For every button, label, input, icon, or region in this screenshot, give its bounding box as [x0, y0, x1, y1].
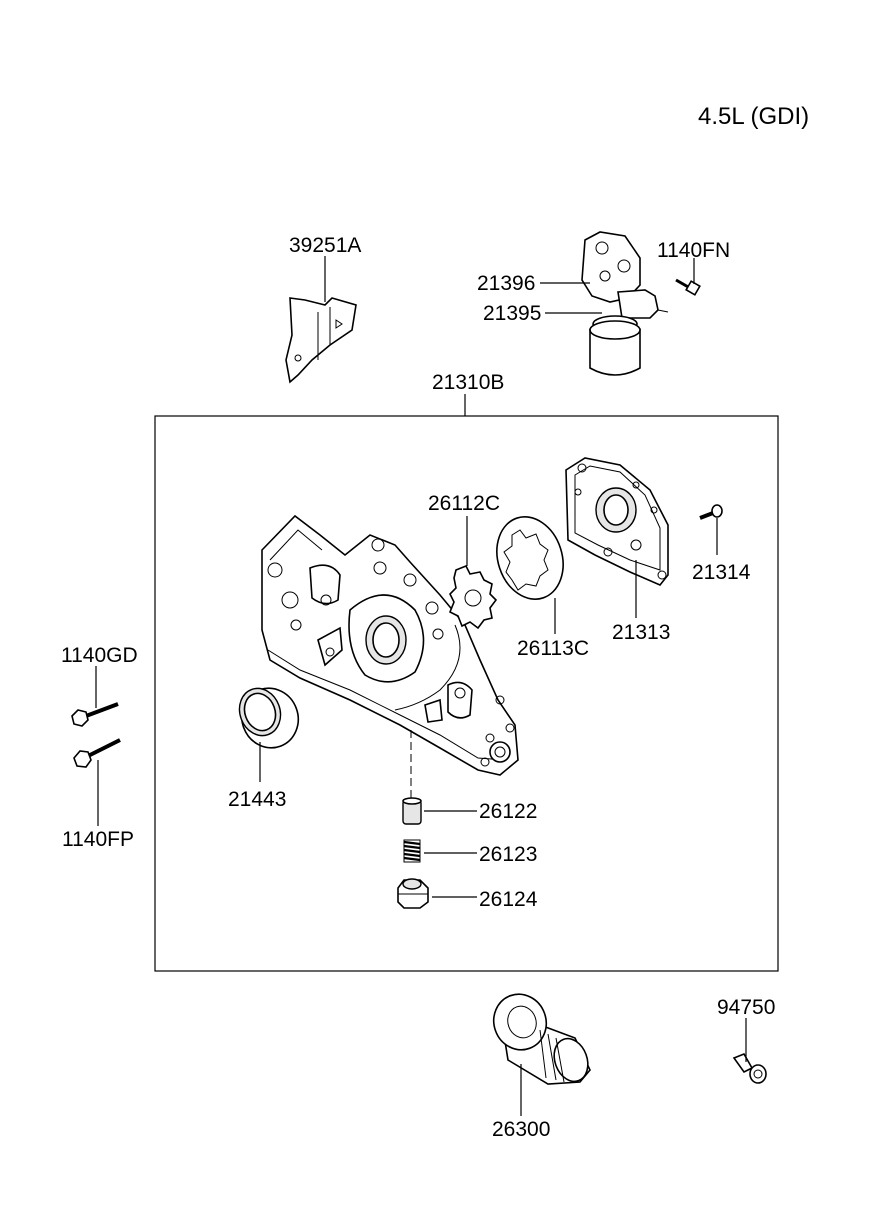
label-26124: 26124	[479, 888, 538, 911]
bolt-1140GD[interactable]	[71, 702, 119, 727]
label-1140FP: 1140FP	[62, 828, 134, 851]
engine-label: 4.5L (GDI)	[698, 103, 809, 130]
oil-seal-21443[interactable]	[233, 680, 307, 756]
label-21396: 21396	[477, 272, 535, 295]
plug-26124[interactable]	[397, 878, 429, 909]
label-94750: 94750	[717, 996, 775, 1019]
outer-rotor-26113C[interactable]	[487, 508, 574, 608]
spring-26123[interactable]	[403, 839, 421, 863]
cover-plate-21313[interactable]	[565, 457, 669, 586]
screw-21314[interactable]	[699, 504, 723, 520]
label-26123: 26123	[479, 843, 537, 866]
oil-filter-26300[interactable]	[486, 987, 594, 1086]
sensor-94750[interactable]	[732, 1052, 767, 1084]
label-26113C: 26113C	[517, 637, 589, 660]
label-39251A: 39251A	[289, 234, 361, 257]
plunger-26122[interactable]	[402, 797, 422, 825]
label-1140GD: 1140GD	[61, 644, 138, 667]
bolt-1140FN[interactable]	[675, 278, 701, 296]
label-26112C: 26112C	[428, 492, 500, 515]
label-21310B: 21310B	[432, 371, 504, 394]
oil-filter-housing[interactable]	[581, 231, 669, 376]
bolt-1140FP[interactable]	[73, 738, 121, 768]
label-21314: 21314	[692, 561, 751, 584]
oil-pump-body[interactable]	[261, 514, 519, 776]
label-21443: 21443	[228, 788, 286, 811]
label-1140FN: 1140FN	[657, 239, 730, 262]
assembly-box-21310B	[154, 415, 779, 972]
label-21395: 21395	[483, 302, 541, 325]
bracket-39251A[interactable]	[285, 297, 357, 384]
label-26300: 26300	[492, 1118, 550, 1141]
inner-rotor-26112C[interactable]	[448, 564, 498, 630]
label-26122: 26122	[479, 800, 537, 823]
label-21313: 21313	[612, 621, 670, 644]
